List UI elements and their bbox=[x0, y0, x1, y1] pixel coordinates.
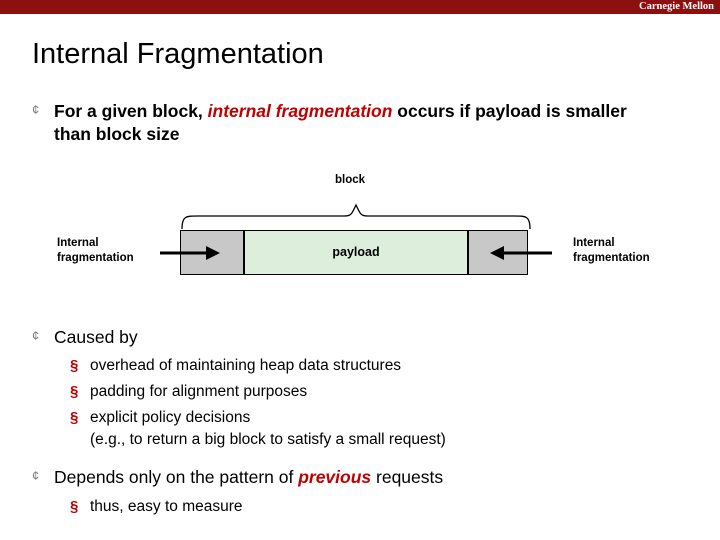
left-frag-line1: Internal bbox=[57, 237, 99, 249]
bullet-1-part-3: occurs if payload is smaller than block … bbox=[54, 101, 627, 144]
bullet-3-emphasis: previous bbox=[298, 467, 372, 487]
sub-item-1-label: overhead of maintaining heap data struct… bbox=[90, 357, 402, 374]
sub-item-4: § thus, easy to measure bbox=[70, 496, 650, 518]
bullet-text-1: For a given block, internal fragmentatio… bbox=[54, 100, 652, 146]
sub-item-2: § padding for alignment purposes bbox=[70, 381, 650, 403]
sub-bullet-marker-icon: § bbox=[70, 498, 79, 515]
sub-item-3: § explicit policy decisions bbox=[70, 407, 650, 429]
right-fragmentation-label: Internal fragmentation bbox=[573, 236, 683, 266]
sub-bullet-marker-icon: § bbox=[70, 383, 79, 400]
right-frag-line1: Internal bbox=[573, 237, 615, 249]
caused-by-note: (e.g., to return a big block to satisfy … bbox=[90, 431, 446, 448]
header-bar: Carnegie Mellon bbox=[0, 0, 720, 14]
left-fragmentation-label: Internal fragmentation bbox=[57, 236, 167, 266]
bullet-3-part-1: Depends only on the pattern of bbox=[54, 467, 299, 487]
bullet-item-2: ¢ Caused by bbox=[32, 326, 652, 349]
bullet-1-emphasis: internal fragmentation bbox=[207, 101, 393, 121]
diagram-block-label: block bbox=[335, 174, 366, 186]
sub-item-1: § overhead of maintaining heap data stru… bbox=[70, 355, 650, 377]
bullet-marker-icon: ¢ bbox=[32, 468, 40, 483]
brand-label: Carnegie Mellon bbox=[639, 1, 714, 12]
bullet-text-2: Caused by bbox=[54, 327, 138, 347]
payload-block bbox=[244, 230, 468, 275]
left-frag-line2: fragmentation bbox=[57, 252, 134, 264]
sub-item-3-label: explicit policy decisions bbox=[90, 409, 251, 426]
bullet-item-3: ¢ Depends only on the pattern of previou… bbox=[32, 466, 652, 489]
block-brace bbox=[181, 203, 531, 230]
payload-label: payload bbox=[332, 245, 380, 259]
sub-bullet-marker-icon: § bbox=[70, 357, 79, 374]
right-frag-line2: fragmentation bbox=[573, 252, 650, 264]
right-arrow-icon bbox=[490, 246, 552, 260]
bullet-marker-icon: ¢ bbox=[32, 102, 40, 117]
sub-item-4-label: thus, easy to measure bbox=[90, 498, 243, 515]
bullet-item-1: ¢ For a given block, internal fragmentat… bbox=[32, 100, 652, 146]
bullet-3-part-3: requests bbox=[371, 467, 444, 487]
page-title: Internal Fragmentation bbox=[32, 38, 324, 70]
sub-item-2-label: padding for alignment purposes bbox=[90, 383, 308, 400]
bullet-1-part-1: For a given block, bbox=[54, 101, 208, 121]
sub-bullet-marker-icon: § bbox=[70, 409, 79, 426]
bullet-text-3: Depends only on the pattern of previous … bbox=[54, 466, 443, 489]
left-arrow-icon bbox=[160, 246, 220, 260]
bullet-marker-icon: ¢ bbox=[32, 328, 40, 343]
